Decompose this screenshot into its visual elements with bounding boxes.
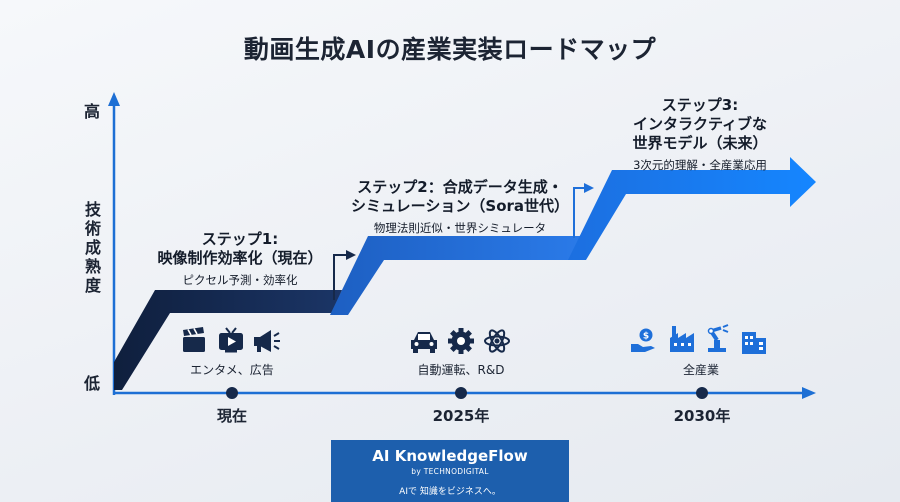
- category-label-autonomous: 自動運転、R&D: [417, 363, 505, 377]
- step3-label: ステップ3: インタラクティブな 世界モデル（未来） 3次元的理解・全産業応用: [590, 96, 810, 173]
- atom-icon: [484, 329, 510, 353]
- step3-title-line1: ステップ3:: [661, 96, 739, 114]
- y-axis-arrow: [108, 92, 120, 106]
- diagram-title: 動画生成AIの産業実装ロードマップ: [243, 35, 657, 64]
- connector-arrow-2: [573, 187, 584, 238]
- svg-text:$: $: [643, 332, 649, 342]
- x-tick-label-2030: 2030年: [673, 407, 731, 425]
- step1-band: [114, 290, 342, 390]
- logo-name: AI KnowledgeFlow: [372, 447, 528, 465]
- logo-tagline: AIで 知識をビジネスへ。: [399, 487, 501, 497]
- y-axis-high-label: 高: [84, 102, 101, 121]
- step2-subtitle: 物理法則近似・世界シミュレータ: [373, 221, 547, 235]
- category-label-entertainment: エンタメ、広告: [190, 363, 274, 377]
- step3-title-line2: インタラクティブな: [632, 115, 768, 133]
- step2-band: [330, 236, 580, 315]
- step3-subtitle: 3次元的理解・全産業応用: [633, 158, 767, 172]
- car-icon: [411, 332, 437, 353]
- step1-label: ステップ1: 映像制作効率化（現在） ピクセル予測・効率化: [130, 230, 350, 288]
- logo-byline: by TECHNODIGITAL: [411, 467, 489, 476]
- clapperboard-icon: [183, 327, 205, 352]
- step1-subtitle: ピクセル予測・効率化: [182, 273, 298, 287]
- brand-logo: AI KnowledgeFlow by TECHNODIGITAL AIで 知識…: [331, 440, 569, 502]
- y-axis-title: 技術成熟度: [84, 200, 101, 295]
- x-tick-label-2025: 2025年: [432, 407, 490, 425]
- robot-arm-icon: [707, 324, 729, 352]
- buildings-icon: [742, 332, 766, 354]
- step3-title-line3: 世界モデル（未来）: [632, 134, 768, 152]
- x-axis-arrow: [802, 387, 816, 399]
- step2-title-line2: シミュレーション（Sora世代）: [350, 197, 570, 215]
- x-tick-dot-2025: [455, 387, 467, 399]
- step1-title-line2: 映像制作効率化（現在）: [157, 249, 323, 267]
- factory-icon: [670, 326, 694, 352]
- connector-arrow-2-head: [584, 183, 594, 193]
- megaphone-icon: [254, 330, 280, 352]
- tv-icon: [219, 327, 243, 353]
- connector-arrow-1: [333, 254, 346, 300]
- y-axis-low-label: 低: [84, 374, 101, 393]
- gear-icon: [448, 328, 474, 354]
- x-tick-label-now: 現在: [216, 407, 247, 425]
- step2-label: ステップ2：合成データ生成・ シミュレーション（Sora世代） 物理法則近似・世…: [340, 178, 580, 236]
- money-hand-icon: $: [631, 328, 655, 352]
- step2-title-line1: ステップ2：合成データ生成・: [357, 178, 563, 196]
- connector-arrow-1-head: [346, 250, 356, 260]
- category-label-all-industries: 全産業: [682, 363, 719, 377]
- step3-arrow-band: [568, 157, 816, 260]
- x-tick-dot-2030: [696, 387, 708, 399]
- x-tick-dot-now: [226, 387, 238, 399]
- step1-title-line1: ステップ1:: [201, 230, 279, 248]
